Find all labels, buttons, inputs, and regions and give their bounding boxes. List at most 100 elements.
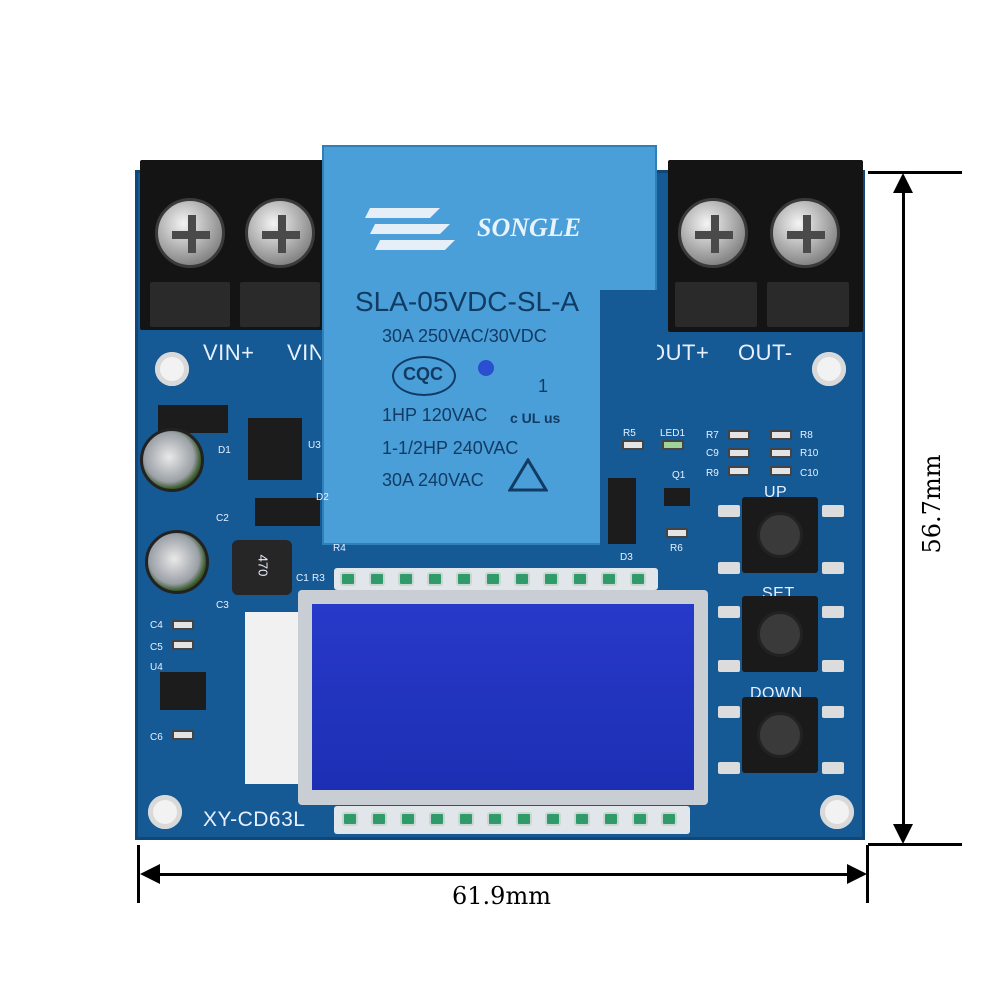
label-led1: LED1 xyxy=(660,428,686,439)
inductor xyxy=(232,540,292,595)
lcd-pin xyxy=(603,812,619,826)
label-r9: R9 xyxy=(706,468,719,479)
relay-rating-3: 1-1/2HP 240VAC xyxy=(382,438,519,458)
lcd-pin xyxy=(369,572,385,586)
label-c5: C5 xyxy=(150,642,163,653)
relay-model: SLA-05VDC-SL-A xyxy=(355,286,580,317)
resistor-r8 xyxy=(770,430,792,440)
mounting-hole xyxy=(148,795,182,829)
label-out-minus: OUT- xyxy=(738,340,793,365)
capacitor-c3 xyxy=(145,530,209,594)
button-leg xyxy=(718,505,740,517)
label-q1: Q1 xyxy=(672,470,686,481)
label-d3: D3 xyxy=(620,552,633,563)
lcd-pin xyxy=(574,812,590,826)
diode-d2 xyxy=(255,498,320,526)
down-button-cap[interactable] xyxy=(757,712,803,758)
height-dimension-line xyxy=(902,182,905,834)
lcd-pin xyxy=(601,572,617,586)
lcd-pin xyxy=(342,812,358,826)
relay-pin-mark: 1 xyxy=(538,376,549,396)
resistor-r5 xyxy=(622,440,644,450)
board-model-label: XY-CD63L xyxy=(203,808,306,831)
ul-mark: c UL us xyxy=(510,410,561,426)
terminal-screw-icon[interactable] xyxy=(155,198,225,268)
label-c2: C2 xyxy=(216,513,229,524)
lcd-pin xyxy=(458,812,474,826)
width-dimension-line xyxy=(148,873,858,876)
arrow-up-icon xyxy=(893,173,913,193)
arrow-left-icon xyxy=(140,864,160,884)
transistor-q1 xyxy=(664,488,690,506)
lcd-screen xyxy=(312,604,694,790)
terminal-screw-icon[interactable] xyxy=(678,198,748,268)
button-leg xyxy=(822,606,844,618)
label-d2: D2 xyxy=(316,492,329,503)
button-leg xyxy=(822,562,844,574)
set-button-cap[interactable] xyxy=(757,611,803,657)
lcd-pin xyxy=(429,812,445,826)
triangle-cert-icon xyxy=(508,458,548,492)
lcd-pin xyxy=(545,812,561,826)
label-r3: R3 xyxy=(312,573,325,584)
resistor xyxy=(172,640,194,650)
relay-rating-4: 30A 240VAC xyxy=(382,470,484,490)
lcd-backlight-tab xyxy=(245,612,305,784)
capacitor-c2 xyxy=(140,428,204,492)
capacitor-c8 xyxy=(728,448,750,458)
up-button-cap[interactable] xyxy=(757,512,803,558)
lcd-pin xyxy=(340,572,356,586)
label-c10: C10 xyxy=(800,468,819,479)
label-r5: R5 xyxy=(623,428,636,439)
cqc-mark xyxy=(392,356,456,396)
label-c4: C4 xyxy=(150,620,163,631)
lcd-pin xyxy=(371,812,387,826)
lcd-pin xyxy=(456,572,472,586)
height-dimension-label: 56.7mm xyxy=(918,454,946,554)
capacitor-c10 xyxy=(770,466,792,476)
button-leg xyxy=(718,606,740,618)
terminal-slot xyxy=(675,282,757,327)
terminal-screw-icon[interactable] xyxy=(245,198,315,268)
relay-rating-1: 30A 250VAC/30VDC xyxy=(382,326,547,346)
label-c3: C3 xyxy=(216,600,229,611)
lcd-pin xyxy=(572,572,588,586)
label-r4: R4 xyxy=(333,543,346,554)
button-leg xyxy=(718,706,740,718)
dimension-tick xyxy=(868,171,962,174)
arrow-down-icon xyxy=(893,824,913,844)
relay-dot xyxy=(478,360,494,376)
resistor xyxy=(172,620,194,630)
lcd-pin xyxy=(487,812,503,826)
songle-logo-icon xyxy=(365,208,455,250)
button-leg xyxy=(718,762,740,774)
regulator-u4 xyxy=(160,672,206,710)
label-r6: R6 xyxy=(670,543,683,554)
label-c1: C1 xyxy=(296,573,309,584)
terminal-screw-icon[interactable] xyxy=(770,198,840,268)
button-leg xyxy=(822,660,844,672)
relay-rating-2: 1HP 120VAC xyxy=(382,405,488,425)
lcd-pin xyxy=(485,572,501,586)
inductor-marking: 470 xyxy=(255,554,271,577)
label-up: UP xyxy=(764,484,788,501)
terminal-slot xyxy=(767,282,849,327)
arrow-right-icon xyxy=(847,864,867,884)
button-leg xyxy=(718,660,740,672)
lcd-pin xyxy=(398,572,414,586)
cqc-text: CQC xyxy=(403,364,443,384)
terminal-slot xyxy=(150,282,230,327)
terminal-slot xyxy=(240,282,320,327)
dimension-tick xyxy=(866,845,869,903)
lcd-pin xyxy=(543,572,559,586)
button-leg xyxy=(822,505,844,517)
lcd-pin xyxy=(427,572,443,586)
diode-d3 xyxy=(608,478,636,544)
dimension-tick xyxy=(137,845,140,903)
resistor-r6 xyxy=(666,528,688,538)
mounting-hole xyxy=(820,795,854,829)
button-leg xyxy=(822,706,844,718)
label-out-plus: OUT+ xyxy=(648,340,710,365)
button-leg xyxy=(718,562,740,574)
resistor-r9 xyxy=(728,466,750,476)
